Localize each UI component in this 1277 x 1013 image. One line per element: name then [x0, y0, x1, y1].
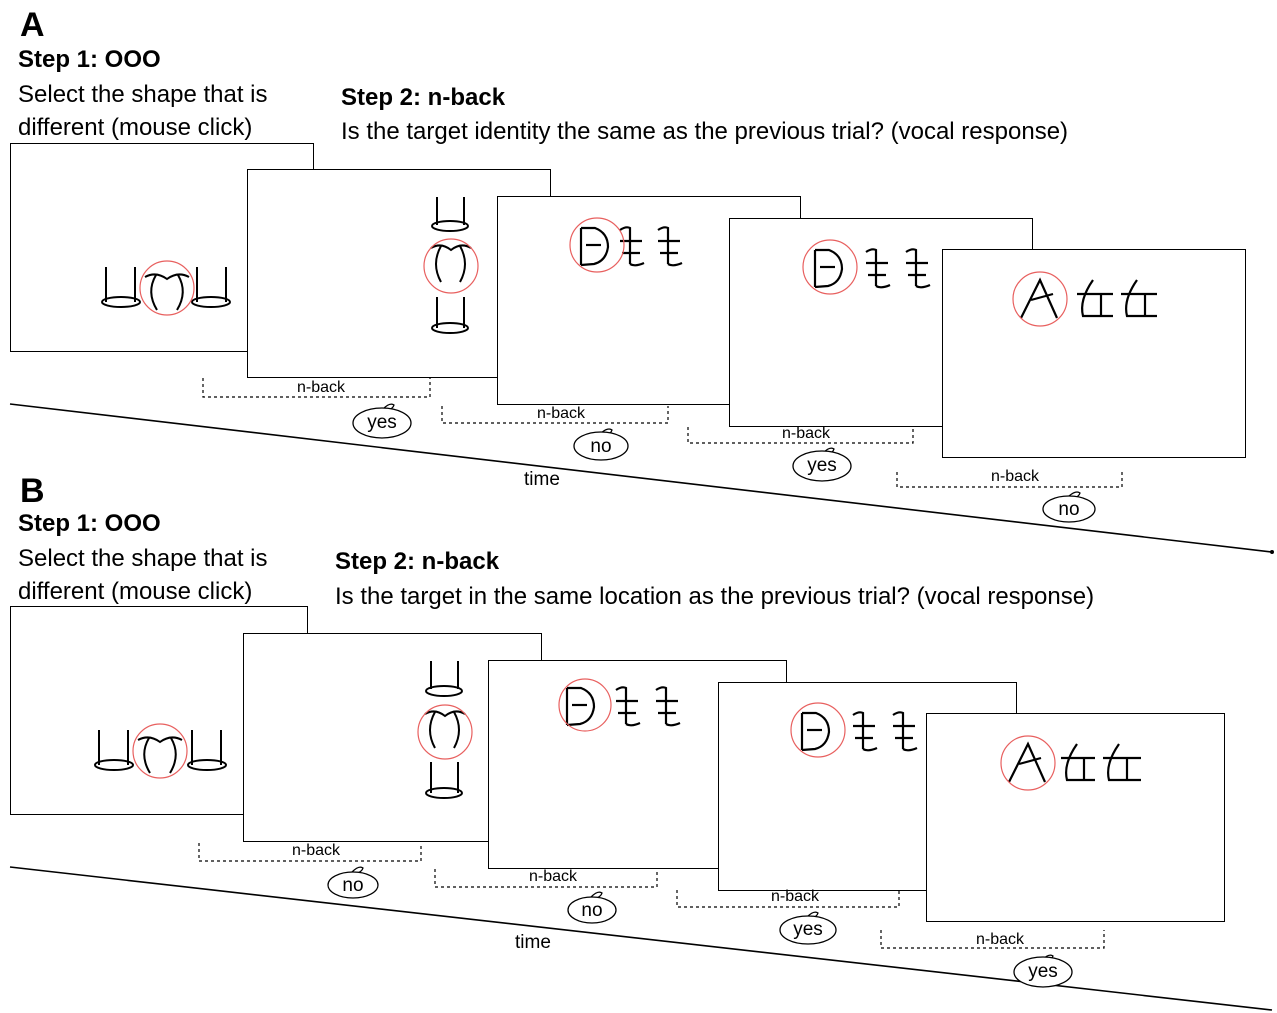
- panel-a-screen-1-stimulus: [101, 260, 231, 316]
- panel-b-nback-label-3: n-back: [771, 888, 820, 905]
- panel-b-nback-label-2: n-back: [529, 868, 578, 885]
- panel-a-step2-title: Step 2: n-back: [341, 84, 506, 111]
- panel-b-step1-title: Step 1: OOO: [18, 510, 161, 537]
- panel-a-step1-line1: Select the shape that is: [18, 81, 268, 108]
- panel-a-nback-label-4: n-back: [991, 468, 1040, 485]
- panel-a-screen-4-stimulus: [802, 239, 931, 295]
- panel-b-response-1: no: [342, 875, 364, 896]
- panel-b-nback-label-4: n-back: [976, 931, 1025, 948]
- panel-b-response-3: yes: [793, 919, 823, 940]
- panel-b-screen-2-stimulus: [417, 661, 473, 799]
- panel-b-nback-label-1: n-back: [292, 842, 341, 859]
- panel-a-nback-label-2: n-back: [537, 405, 586, 422]
- panel-b-screen-3-stimulus: [558, 678, 681, 732]
- panel-a-screen-5-stimulus: [1012, 271, 1157, 327]
- panel-a-nback-label-3: n-back: [782, 425, 831, 442]
- panel-a-response-2: no: [590, 436, 612, 457]
- panel-b-screen-4-stimulus: [790, 702, 918, 758]
- panel-a-step1-line2: different (mouse click): [18, 114, 253, 141]
- panel-a-time-label: time: [524, 469, 560, 490]
- panel-b-step1-line1: Select the shape that is: [18, 545, 268, 572]
- panel-b-letter: B: [20, 472, 45, 510]
- panel-a-letter: A: [20, 6, 45, 44]
- panel-a-response-1: yes: [367, 412, 397, 433]
- panel-a-screen-5: [942, 249, 1246, 458]
- panel-a-step2-desc: Is the target identity the same as the p…: [341, 118, 1069, 145]
- panel-a-nback-label-1: n-back: [297, 379, 346, 396]
- panel-b-screen-1-stimulus: [94, 723, 227, 779]
- panel-a-step1-title: Step 1: OOO: [18, 46, 161, 73]
- panel-a-screen-3-stimulus: [569, 217, 683, 273]
- panel-a-screen-2-stimulus: [423, 197, 479, 334]
- panel-a-response-4: no: [1058, 499, 1080, 520]
- panel-b-step2-desc: Is the target in the same location as th…: [335, 583, 1095, 610]
- panel-b-screen-5: [926, 713, 1225, 922]
- panel-b-screen-5-stimulus: [1000, 735, 1141, 791]
- panel-b-response-4: yes: [1028, 961, 1058, 982]
- panel-b-time-label: time: [515, 932, 551, 953]
- panel-b-response-2: no: [581, 900, 603, 921]
- panel-a-response-3: yes: [807, 455, 837, 476]
- panel-b-step1-line2: different (mouse click): [18, 578, 253, 605]
- panel-b-step2-title: Step 2: n-back: [335, 548, 500, 575]
